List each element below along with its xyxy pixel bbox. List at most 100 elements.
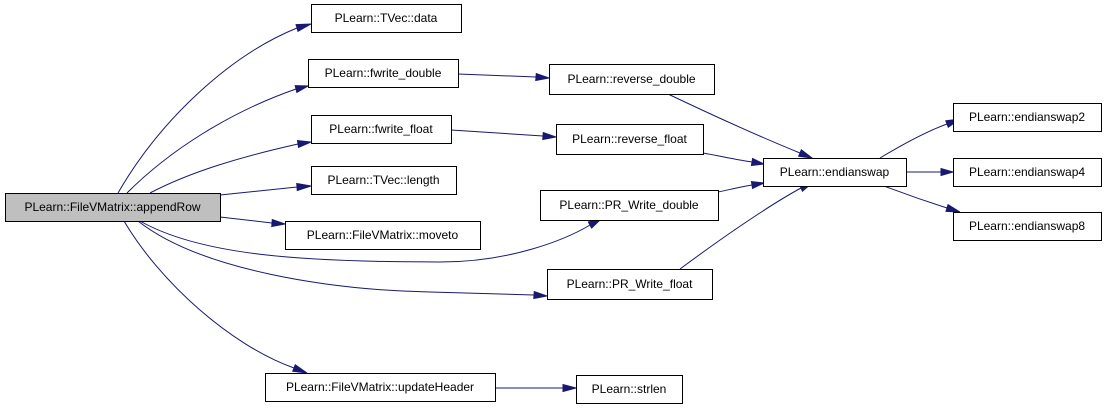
edge-appendRow-to-tvec_data bbox=[117, 23, 312, 194]
node-label: PLearn::endianswap2 bbox=[969, 110, 1085, 124]
arrowhead-icon bbox=[945, 203, 961, 213]
edge-fwrite_float-to-reverse_float bbox=[450, 129, 558, 141]
node-strlen[interactable]: PLearn::strlen bbox=[576, 375, 683, 404]
node-box[interactable] bbox=[311, 166, 457, 195]
edge-line bbox=[117, 27, 298, 194]
edge-appendRow-to-updateHeader bbox=[123, 220, 308, 374]
node-box[interactable] bbox=[308, 59, 459, 88]
node-label: PLearn::endianswap8 bbox=[969, 219, 1085, 233]
arrowhead-icon bbox=[750, 157, 766, 167]
edge-appendRow-to-fwrite_float bbox=[149, 139, 313, 194]
edge-line bbox=[219, 216, 273, 224]
node-label: PLearn::reverse_float bbox=[572, 132, 687, 146]
node-box[interactable] bbox=[311, 4, 462, 33]
node-label: PLearn::TVec::data bbox=[335, 11, 438, 25]
nodes-layer: PLearn::FileVMatrix::appendRow PLearn::TV… bbox=[5, 4, 1102, 404]
node-tvec_data[interactable]: PLearn::TVec::data bbox=[311, 4, 462, 33]
edge-pr_write_double-to-endianswap bbox=[717, 180, 766, 193]
node-box[interactable] bbox=[547, 269, 713, 300]
edge-line bbox=[149, 143, 299, 194]
arrowhead-icon bbox=[292, 363, 308, 374]
node-label: PLearn::strlen bbox=[592, 382, 667, 396]
arrowhead-icon bbox=[271, 218, 287, 228]
arrowhead-icon bbox=[533, 290, 549, 300]
node-label: PLearn::PR_Write_float bbox=[567, 277, 694, 291]
edge-fwrite_double-to-reverse_double bbox=[457, 72, 551, 82]
edge-reverse_float-to-endianswap bbox=[702, 152, 766, 167]
node-label: PLearn::FileVMatrix::updateHeader bbox=[286, 380, 474, 394]
node-endianswap2[interactable]: PLearn::endianswap2 bbox=[953, 103, 1102, 132]
node-reverse_float[interactable]: PLearn::reverse_float bbox=[556, 124, 704, 155]
node-endianswap[interactable]: PLearn::endianswap bbox=[763, 158, 907, 187]
edge-line bbox=[679, 187, 802, 270]
node-updateHeader[interactable]: PLearn::FileVMatrix::updateHeader bbox=[265, 373, 496, 402]
arrowhead-icon bbox=[294, 85, 310, 94]
node-label: PLearn::endianswap4 bbox=[969, 165, 1085, 179]
edge-line bbox=[126, 88, 297, 194]
arrowhead-icon bbox=[542, 131, 558, 141]
edge-endianswap-to-endianswap2 bbox=[879, 118, 961, 159]
edge-appendRow-to-pr_write_double bbox=[139, 218, 603, 263]
edge-appendRow-to-fwrite_double bbox=[126, 85, 310, 194]
node-reverse_double[interactable]: PLearn::reverse_double bbox=[549, 64, 715, 95]
arrowhead-icon bbox=[940, 167, 955, 177]
node-pr_write_double[interactable]: PLearn::PR_Write_double bbox=[540, 190, 719, 221]
node-label: PLearn::fwrite_float bbox=[329, 122, 433, 136]
edge-line bbox=[450, 129, 544, 137]
edge-line bbox=[717, 184, 753, 193]
edge-appendRow-to-tvec_length bbox=[219, 182, 312, 196]
node-box[interactable] bbox=[953, 212, 1102, 241]
node-box[interactable] bbox=[556, 124, 704, 155]
node-fwrite_double[interactable]: PLearn::fwrite_double bbox=[308, 59, 459, 88]
edge-line bbox=[123, 220, 295, 369]
node-label: PLearn::reverse_double bbox=[567, 72, 695, 86]
arrowhead-icon bbox=[296, 182, 312, 192]
edge-line bbox=[883, 185, 948, 209]
node-label: PLearn::endianswap bbox=[780, 165, 890, 179]
edge-updateHeader-to-strlen bbox=[495, 383, 578, 393]
edge-line bbox=[702, 152, 753, 163]
arrowhead-icon bbox=[295, 23, 312, 33]
edge-line bbox=[137, 220, 535, 296]
node-box[interactable] bbox=[576, 375, 683, 404]
arrowhead-icon bbox=[562, 383, 578, 393]
arrowhead-icon bbox=[535, 72, 551, 82]
edge-appendRow-to-pr_write_float bbox=[137, 220, 549, 300]
node-box[interactable] bbox=[953, 103, 1102, 132]
arrowhead-icon bbox=[296, 139, 313, 149]
node-moveto[interactable]: PLearn::FileVMatrix::moveto bbox=[285, 221, 481, 250]
edge-endianswap-to-endianswap4 bbox=[906, 167, 955, 177]
node-endianswap8[interactable]: PLearn::endianswap8 bbox=[953, 212, 1102, 241]
node-fwrite_float[interactable]: PLearn::fwrite_float bbox=[311, 115, 452, 144]
node-tvec_length[interactable]: PLearn::TVec::length bbox=[311, 166, 457, 195]
edge-reverse_double-to-endianswap bbox=[667, 93, 814, 159]
node-label: PLearn::FileVMatrix::appendRow bbox=[24, 200, 200, 214]
node-pr_write_float[interactable]: PLearn::PR_Write_float bbox=[547, 269, 713, 300]
edge-line bbox=[139, 220, 591, 263]
edges-layer bbox=[117, 23, 961, 393]
node-box[interactable] bbox=[5, 193, 221, 222]
node-box[interactable] bbox=[311, 115, 452, 144]
edge-line bbox=[219, 186, 298, 196]
node-endianswap4[interactable]: PLearn::endianswap4 bbox=[953, 158, 1102, 187]
arrowhead-icon bbox=[797, 148, 814, 159]
node-label: PLearn::fwrite_double bbox=[325, 66, 442, 80]
edge-line bbox=[457, 73, 537, 78]
edge-endianswap-to-endianswap8 bbox=[883, 185, 961, 213]
edge-line bbox=[879, 123, 948, 159]
node-box[interactable] bbox=[953, 158, 1102, 187]
node-label: PLearn::TVec::length bbox=[327, 173, 439, 187]
edge-appendRow-to-moveto bbox=[219, 216, 287, 228]
node-label: PLearn::PR_Write_double bbox=[559, 198, 699, 212]
node-box[interactable] bbox=[540, 190, 719, 221]
arrowhead-icon bbox=[750, 180, 766, 190]
node-label: PLearn::FileVMatrix::moveto bbox=[307, 228, 459, 242]
node-box[interactable] bbox=[265, 373, 496, 402]
edge-line bbox=[667, 93, 801, 154]
node-box[interactable] bbox=[763, 158, 907, 187]
node-appendRow[interactable]: PLearn::FileVMatrix::appendRow bbox=[5, 193, 221, 222]
node-box[interactable] bbox=[285, 221, 481, 250]
node-box[interactable] bbox=[549, 64, 715, 95]
